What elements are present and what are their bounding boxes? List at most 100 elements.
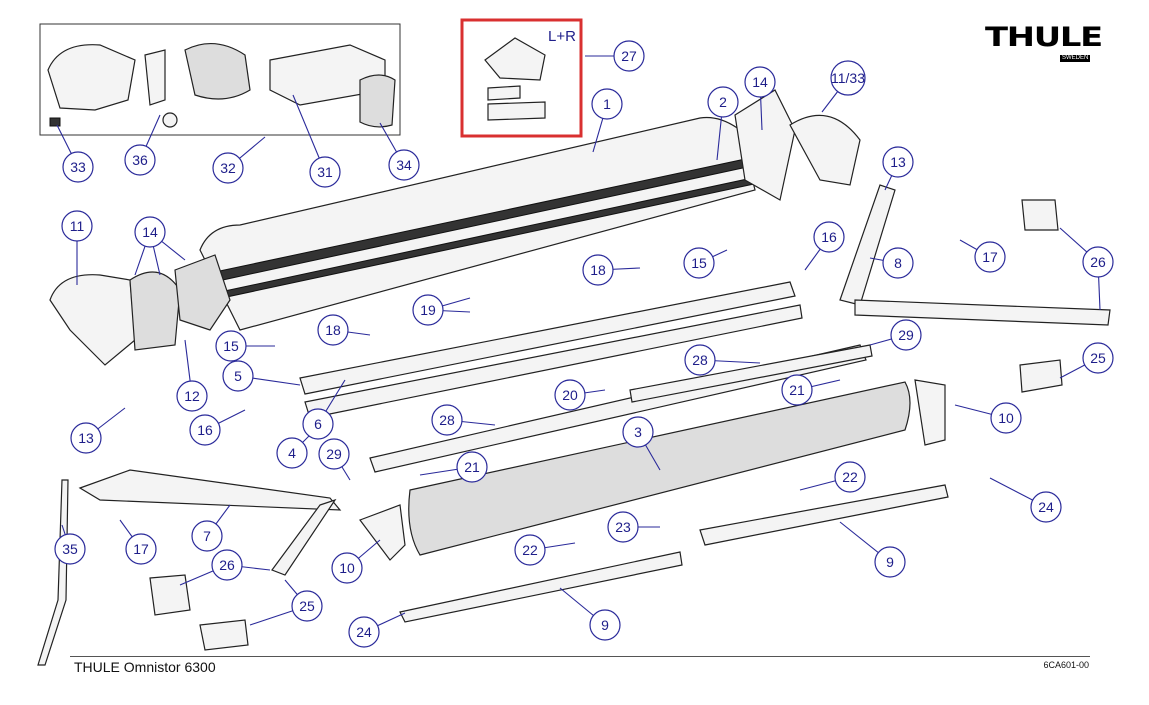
callout-circle	[882, 146, 914, 178]
callout-number: 10	[339, 560, 355, 576]
part-callout-10: 10	[331, 552, 363, 584]
part-callout-16: 16	[189, 414, 221, 446]
callout-circle	[318, 438, 350, 470]
part-callout-6: 6	[302, 408, 334, 440]
callout-circle	[302, 408, 334, 440]
callout-number: 4	[288, 445, 296, 461]
callout-circle	[61, 210, 93, 242]
callout-number: 15	[223, 338, 239, 354]
callout-number: 22	[522, 542, 538, 558]
part-callout-3: 3	[622, 416, 654, 448]
callout-number: 11	[70, 218, 85, 234]
callout-number: 2	[719, 94, 727, 110]
callout-number: 24	[1038, 499, 1054, 515]
part-callout-5: 5	[222, 360, 254, 392]
callout-circle	[412, 294, 444, 326]
callout-circle	[554, 379, 586, 411]
part-callout-21: 21	[456, 451, 488, 483]
part-callout-28: 28	[684, 344, 716, 376]
part-callout-25: 25	[291, 590, 323, 622]
callout-number: 8	[894, 255, 902, 271]
callout-number: 33	[70, 159, 86, 175]
part-callout-26: 26	[211, 549, 243, 581]
part-callout-22: 22	[514, 534, 546, 566]
callout-circle	[591, 88, 623, 120]
callout-circle	[1082, 246, 1114, 278]
highlight-box	[460, 18, 583, 138]
part-callout-29: 29	[890, 319, 922, 351]
footer-title: THULE Omnistor 6300	[74, 659, 216, 675]
callout-circle	[124, 144, 156, 176]
callout-number: 16	[197, 422, 213, 438]
part-callout-13: 13	[882, 146, 914, 178]
callout-circle	[70, 422, 102, 454]
callout-circle	[589, 609, 621, 641]
callout-number: 31	[317, 164, 333, 180]
callout-circle	[276, 437, 308, 469]
part-callout-15: 15	[683, 247, 715, 279]
callout-circle	[744, 66, 776, 98]
callout-number: 35	[62, 541, 78, 557]
callout-number: 16	[821, 229, 837, 245]
callout-circle	[388, 149, 420, 181]
callout-number: 32	[220, 160, 236, 176]
callout-number: 18	[590, 262, 606, 278]
callout-circle	[62, 151, 94, 183]
callout-number: 13	[890, 154, 906, 170]
part-callout-10: 10	[990, 402, 1022, 434]
part-callout-22: 22	[834, 461, 866, 493]
part-callout-2: 2	[707, 86, 739, 118]
callout-number: 17	[133, 541, 149, 557]
callout-number: 26	[219, 557, 235, 573]
callout-number: 22	[842, 469, 858, 485]
callout-number: 28	[439, 412, 455, 428]
callout-circle	[211, 549, 243, 581]
part-callout-1: 1	[591, 88, 623, 120]
part-callout-24: 24	[1030, 491, 1062, 523]
callout-circle	[514, 534, 546, 566]
part-callout-26: 26	[1082, 246, 1114, 278]
part-callout-12: 12	[176, 380, 208, 412]
part-callout-7: 7	[191, 520, 223, 552]
callout-circle	[683, 247, 715, 279]
callout-number: 1	[603, 96, 611, 112]
callout-circle	[212, 152, 244, 184]
footer-divider	[70, 656, 1090, 657]
part-callout-20: 20	[554, 379, 586, 411]
callout-number: 19	[420, 302, 436, 318]
callout-circle	[613, 40, 645, 72]
callout-circle	[882, 247, 914, 279]
callout-number: 28	[692, 352, 708, 368]
callout-circle	[813, 221, 845, 253]
callout-number: 12	[184, 388, 200, 404]
callout-circle	[890, 319, 922, 351]
callout-circle	[834, 461, 866, 493]
part-callout-19: 19	[412, 294, 444, 326]
part-callout-34: 34	[388, 149, 420, 181]
callout-circle	[874, 546, 906, 578]
part-callout-17: 17	[125, 533, 157, 565]
callout-number: 11/33	[831, 70, 865, 86]
part-callout-18: 18	[317, 314, 349, 346]
callout-circle	[176, 380, 208, 412]
part-callout-18: 18	[582, 254, 614, 286]
callout-circle	[317, 314, 349, 346]
part-callout-32: 32	[212, 152, 244, 184]
callout-number: 21	[789, 382, 805, 398]
part-callout-31: 31	[309, 156, 341, 188]
callout-number: 14	[142, 224, 158, 240]
callout-circle	[431, 404, 463, 436]
callout-number: 23	[615, 519, 631, 535]
part-callout-21: 21	[781, 374, 813, 406]
part-callout-11-33: 11/33	[830, 60, 866, 96]
callout-circle	[974, 241, 1006, 273]
callout-number: 24	[356, 624, 372, 640]
callout-circle	[607, 511, 639, 543]
callout-circle	[191, 520, 223, 552]
part-callout-15: 15	[215, 330, 247, 362]
callout-circle	[291, 590, 323, 622]
callout-circle	[125, 533, 157, 565]
thule-logo-sub: SWEDEN	[1060, 55, 1091, 62]
callout-number: 7	[203, 528, 211, 544]
